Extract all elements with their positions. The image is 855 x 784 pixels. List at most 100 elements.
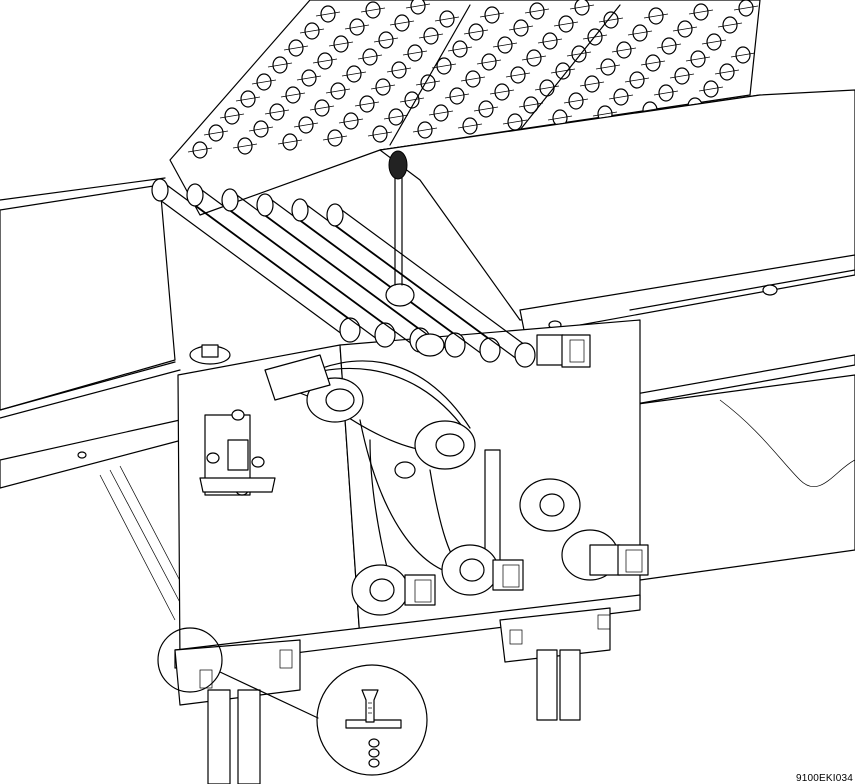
wheel-axle xyxy=(473,106,499,112)
wheel-axle xyxy=(698,86,724,92)
wheel-axle xyxy=(463,29,489,35)
wheel-axle xyxy=(592,111,618,117)
wheel-axle xyxy=(595,64,621,70)
wheel-axle xyxy=(479,12,505,18)
wheel-axle xyxy=(656,43,682,49)
wheel-axle xyxy=(717,22,743,28)
wheel-axle xyxy=(325,88,351,94)
wheel-axle xyxy=(547,115,573,121)
wheel-axle xyxy=(624,77,650,83)
wheel-axle xyxy=(296,75,322,81)
wheel-axle xyxy=(492,42,518,48)
lower-rollers xyxy=(351,334,649,616)
wheel-axle xyxy=(315,11,341,17)
wheel-axle xyxy=(502,119,528,125)
wheel-axle xyxy=(264,109,290,115)
skate-wheel-rows xyxy=(187,0,759,159)
wheel-axle xyxy=(344,24,370,30)
right-conveyor-section xyxy=(379,89,855,581)
wheel-axle xyxy=(360,7,386,13)
wheel-axle xyxy=(669,73,695,79)
support-legs xyxy=(174,607,611,784)
wheel-axle xyxy=(251,79,277,85)
wheel-axle xyxy=(550,68,576,74)
wheel-axle xyxy=(415,80,441,86)
figure-id-label: 9100EKI034 xyxy=(795,773,853,784)
wheel-axle xyxy=(521,55,547,61)
wheel-axle xyxy=(579,81,605,87)
wheel-axle xyxy=(714,69,740,75)
wheel-axle xyxy=(653,90,679,96)
left-conveyor-section xyxy=(0,177,191,621)
wheel-axle xyxy=(399,97,425,103)
wheel-axle xyxy=(701,39,727,45)
wheel-axle xyxy=(637,107,663,113)
wheel-axle xyxy=(508,25,534,31)
wheel-axle xyxy=(405,3,431,9)
wheel-axle xyxy=(640,60,666,66)
wheel-axle xyxy=(476,59,502,65)
wheel-axle xyxy=(447,46,473,52)
wheel-axle xyxy=(389,20,415,26)
wheel-axle xyxy=(434,16,460,22)
diagonal-roller xyxy=(256,193,466,358)
wheel-axle xyxy=(608,94,634,100)
wheel-axle xyxy=(370,84,396,90)
wheel-axle xyxy=(235,96,261,102)
wheel-axle xyxy=(322,135,348,141)
wheel-axle xyxy=(672,26,698,32)
wheel-axle xyxy=(328,41,354,47)
drive-rollers xyxy=(151,178,536,368)
wheel-axle xyxy=(569,4,595,10)
wheel-axle xyxy=(267,62,293,68)
diagonal-roller xyxy=(326,203,536,368)
skate-wheel xyxy=(410,0,426,15)
wheel-axle xyxy=(418,33,444,39)
diagonal-roller xyxy=(221,188,431,353)
wheel-axle xyxy=(299,28,325,34)
wheel-axle xyxy=(402,50,428,56)
wheel-axle xyxy=(412,127,438,133)
detail-callout xyxy=(157,627,428,776)
wheel-axle xyxy=(277,139,303,145)
wheel-axle xyxy=(444,93,470,99)
wheel-axle xyxy=(730,52,756,58)
wheel-axle xyxy=(283,45,309,51)
wheel-axle xyxy=(627,30,653,36)
diagonal-roller xyxy=(151,178,361,343)
wheel-axle xyxy=(232,143,258,149)
wheel-axle xyxy=(460,76,486,82)
wheel-axle xyxy=(688,9,714,15)
belt-drive xyxy=(264,150,476,581)
wheel-axle xyxy=(537,38,563,44)
wheel-axle xyxy=(357,54,383,60)
wheel-axle xyxy=(293,122,319,128)
wheel-axle xyxy=(187,147,213,153)
wheel-axle xyxy=(338,118,364,124)
wheel-axle xyxy=(354,101,380,107)
wheel-axle xyxy=(309,105,335,111)
wheel-axle xyxy=(219,113,245,119)
wheel-axle xyxy=(341,71,367,77)
skate-wheel xyxy=(574,0,590,16)
wheel-axle xyxy=(563,98,589,104)
wheel-axle xyxy=(685,56,711,62)
wheel-axle xyxy=(431,63,457,69)
wheel-axle xyxy=(457,123,483,129)
wheel-axle xyxy=(518,102,544,108)
wheel-axle xyxy=(280,92,306,98)
wheel-axle xyxy=(367,131,393,137)
wheel-axle xyxy=(566,51,592,57)
wheel-axle xyxy=(524,8,550,14)
wheel-axle xyxy=(733,5,759,11)
wheel-axle xyxy=(373,37,399,43)
wheel-axle xyxy=(386,67,412,73)
wheel-axle xyxy=(598,17,624,23)
wheel-axle xyxy=(383,114,409,120)
wheel-axle xyxy=(203,130,229,136)
wheel-axle xyxy=(489,89,515,95)
diagonal-roller xyxy=(186,183,396,348)
wheel-axle xyxy=(428,110,454,116)
wheel-axle xyxy=(312,58,338,64)
wheel-axle xyxy=(611,47,637,53)
